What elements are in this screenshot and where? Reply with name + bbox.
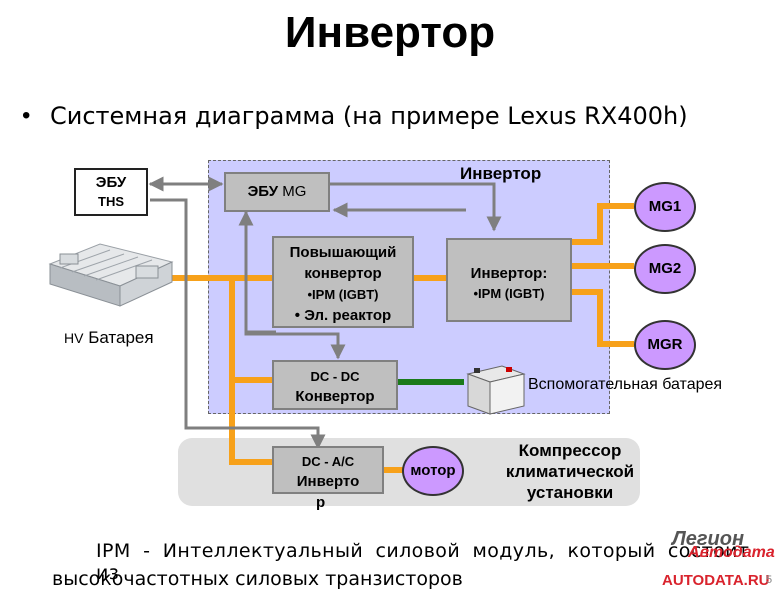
ecu-mg-label-1: ЭБУ (247, 183, 279, 200)
aux-battery-image (466, 365, 526, 415)
aux-battery-label: Вспомогательная батарея (528, 376, 723, 393)
bullet-marker: • (22, 102, 31, 129)
dcac-label-3: р (316, 494, 326, 511)
signal-ecu-ths-dcac (150, 198, 326, 450)
ecu-ths-block: ЭБУ THS (74, 168, 148, 216)
compressor-label: Компрессор климатической установки (490, 440, 650, 503)
page-title: Инвертор (284, 8, 496, 57)
boost-label-3: •IPM (IGBT) (307, 287, 379, 302)
dcdc-label-1: DC - DC (310, 369, 360, 384)
ecu-mg-label-2: MG (282, 183, 307, 200)
footer-line-1: IPM - Интеллектуальный силовой модуль, к… (96, 540, 750, 584)
inverter-label-1: Инвертор: (470, 265, 548, 282)
ecu-ths-label-2: THS (98, 194, 124, 209)
ecu-ths-label-1: ЭБУ (95, 174, 127, 191)
inverter-label-2: •IPM (IGBT) (473, 286, 545, 301)
power-lines (172, 203, 634, 473)
hv-battery-text: Батарея (88, 328, 154, 347)
boost-converter-block: Повышающий конвертор •IPM (IGBT) • Эл. р… (272, 236, 414, 328)
signal-ecu-mg-dcdc (238, 210, 346, 360)
ecu-mg-block: ЭБУ MG (224, 172, 330, 212)
dcac-inverter-block: DC - A/C Инверто (272, 446, 384, 494)
dcac-label-2: Инверто (296, 473, 360, 490)
footer-line-2: высокочастотных силовых транзисторов (52, 568, 463, 590)
mg2-circle: MG2 (634, 244, 696, 294)
logo-brand-1: Легион (672, 528, 745, 550)
hv-battery-label: HV Батарея (64, 328, 154, 348)
compressor-label-line-3: установки (526, 483, 614, 502)
mg1-circle: MG1 (634, 182, 696, 232)
power-line-inverter-mg1 (572, 203, 634, 245)
page-number: 5 (766, 574, 773, 586)
signal-ecu-mg-inverter (330, 182, 502, 232)
subtitle: Системная диаграмма (на примере Lexus RX… (50, 102, 688, 130)
logo-site: AUTODATA.RU (662, 572, 770, 589)
motor-circle: мотор (402, 446, 464, 496)
mgr-circle: MGR (634, 320, 696, 370)
dcdc-label-2: Конвертор (295, 388, 375, 405)
boost-label-1: Повышающий (289, 244, 397, 261)
compressor-label-line-1: Компрессор (518, 441, 622, 460)
compressor-label-line-2: климатической (505, 462, 635, 481)
boost-label-4: • Эл. реактор (294, 307, 392, 324)
hv-battery-image (48, 243, 174, 307)
dcac-label-1: DC - A/C (301, 454, 355, 469)
dcdc-converter-block: DC - DC Конвертор (272, 360, 398, 410)
inverter-region-label: Инвертор (460, 164, 542, 183)
power-line-inverter-mgr (572, 289, 634, 347)
hv-battery-prefix: HV (64, 330, 84, 346)
power-line-battery-dcac (229, 278, 272, 465)
boost-label-2: конвертор (304, 265, 382, 282)
logo-brand-2: Автодата (688, 544, 775, 561)
signal-lines (148, 176, 502, 450)
inverter-block: Инвертор: •IPM (IGBT) (446, 238, 572, 322)
autodata-logo: Легион Автодата AUTODATA.RU 5 (662, 528, 775, 596)
